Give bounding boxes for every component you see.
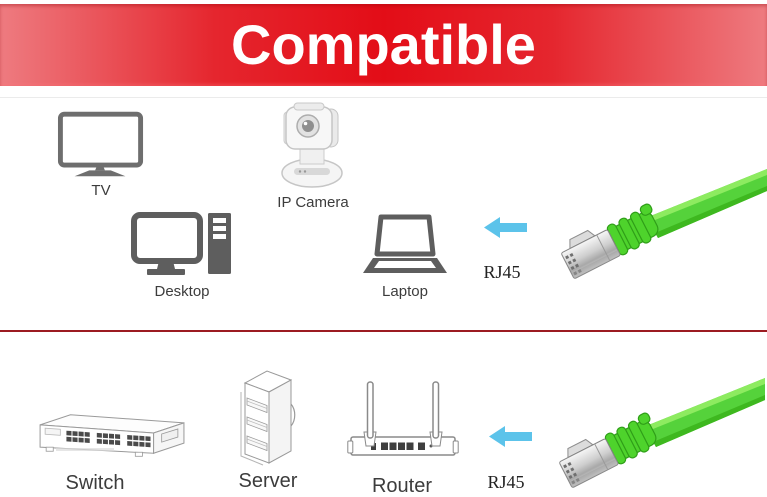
rj45-label-bottom: RJ45 <box>487 472 525 492</box>
tv-icon <box>57 110 145 180</box>
device-label-router: Router <box>371 475 433 497</box>
device-label-server: Server <box>238 470 298 492</box>
switch-icon <box>34 406 188 460</box>
left-arrow-icon <box>484 217 527 238</box>
server-icon <box>236 366 298 468</box>
page-title: Compatible <box>231 13 536 76</box>
red-divider-line <box>0 330 767 332</box>
section-separator-light <box>0 97 767 98</box>
desktop-icon <box>130 211 234 277</box>
ethernet-cable-image-bottom <box>558 375 765 497</box>
laptop-icon <box>362 214 448 276</box>
device-label-desktop: Desktop <box>154 283 210 300</box>
router-icon <box>347 380 459 464</box>
device-label-ip-camera: IP Camera <box>277 194 349 211</box>
device-label-switch: Switch <box>65 472 125 494</box>
device-label-laptop: Laptop <box>382 283 428 300</box>
rj45-label-top: RJ45 <box>483 262 521 282</box>
device-label-tv: TV <box>91 182 111 199</box>
title-banner: Compatible <box>0 4 767 86</box>
ethernet-cable-image-top <box>560 166 767 288</box>
ip-camera-icon <box>272 101 352 191</box>
switch-fine-print <box>56 448 114 451</box>
left-arrow-icon <box>489 426 532 447</box>
